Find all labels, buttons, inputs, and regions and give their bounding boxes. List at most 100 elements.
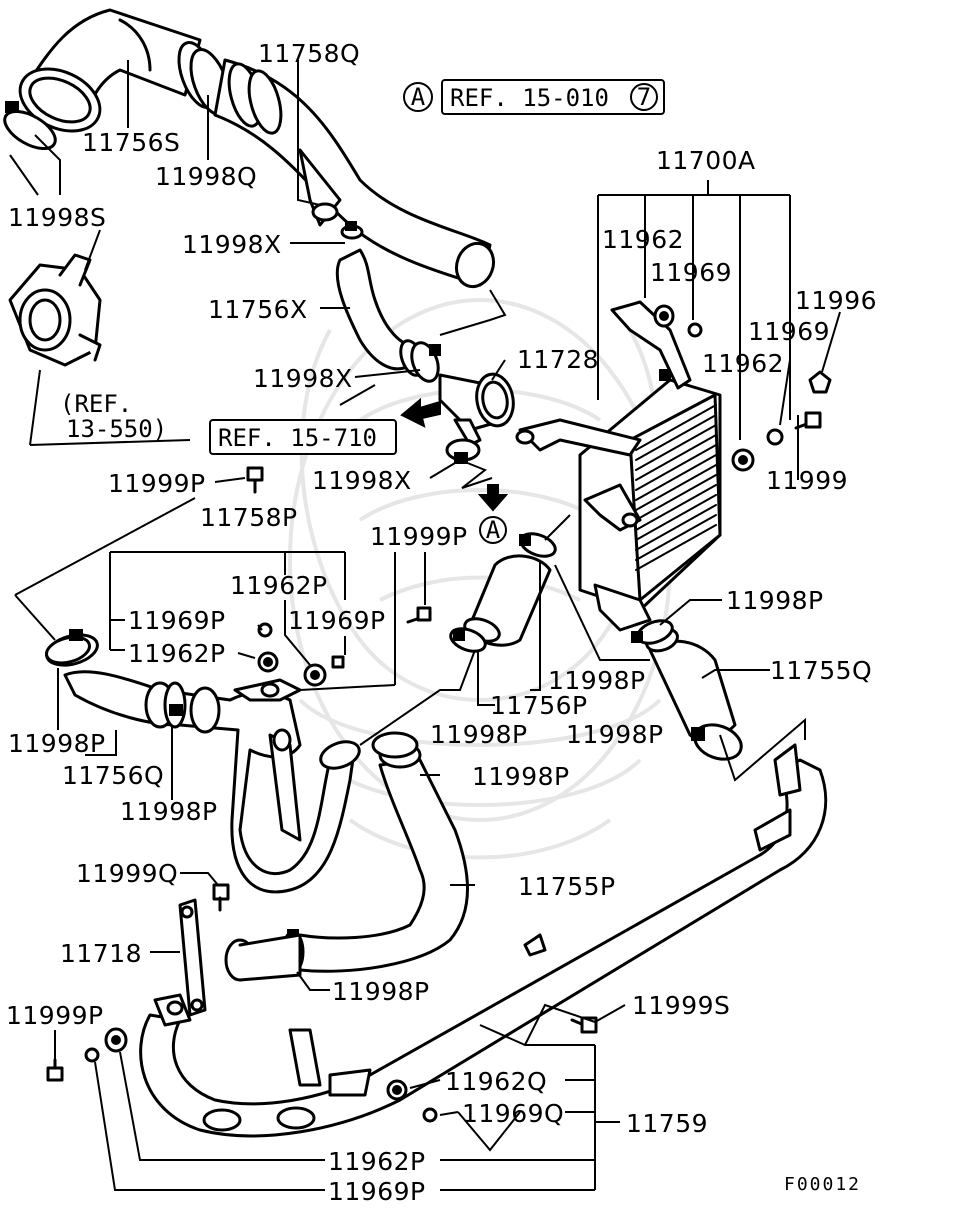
label-11755p: 11755P — [518, 872, 616, 901]
marker-a-text: A — [486, 516, 501, 544]
label-11755q: 11755Q — [770, 656, 872, 685]
arrow-to-ref-15-710 — [400, 397, 441, 428]
collar-11969-lower — [766, 428, 784, 446]
label-11962p-left: 11962P — [128, 639, 226, 668]
ref-page-circle — [630, 83, 658, 111]
ref-15-010-callout: A REF. 15-010 7 — [403, 79, 665, 115]
clamp-11998x-middle — [410, 341, 441, 383]
clamp-11998s — [3, 101, 57, 151]
grommet-11962-upper — [653, 304, 675, 328]
label-11758q: 11758Q — [258, 39, 360, 68]
grommet-11962-lower — [731, 448, 755, 472]
label-11969p-right: 11969P — [288, 606, 386, 635]
intercooler-fins — [635, 404, 717, 571]
clamp-11998x-lower — [445, 438, 481, 464]
label-11998x-middle: 11998X — [253, 364, 353, 393]
label-11996: 11996 — [795, 286, 877, 315]
pipe-11758q — [213, 58, 496, 289]
bolt-11999p-top — [246, 466, 264, 494]
hose-11755q — [645, 627, 743, 761]
label-11756x: 11756X — [208, 295, 308, 324]
ref-15-710-text: REF. 15-710 — [218, 424, 377, 452]
clamp-11998p-11756q — [163, 681, 187, 729]
label-11969-lower: 11969 — [748, 317, 830, 346]
label-11759: 11759 — [626, 1109, 708, 1138]
label-11998p-center: 11998P — [548, 666, 646, 695]
label-11962q: 11962Q — [445, 1067, 547, 1096]
clamp-11998x-upper — [340, 221, 364, 240]
label-11998x-lower: 11998X — [312, 466, 412, 495]
label-11999: 11999 — [766, 466, 848, 495]
label-11962-lower: 11962 — [702, 349, 784, 378]
label-11962p-upper: 11962P — [230, 571, 328, 600]
clamp-11998p-left-top — [45, 629, 91, 665]
arrow-to-marker-a — [477, 484, 509, 512]
label-11758p: 11758P — [200, 503, 298, 532]
label-11998p-left: 11998P — [8, 729, 106, 758]
label-11998p-11756q: 11998P — [120, 797, 218, 826]
label-11718: 11718 — [60, 939, 142, 968]
collar-11969q — [422, 1107, 438, 1123]
label-11998s: 11998S — [8, 203, 106, 232]
label-11756q: 11756Q — [62, 761, 164, 790]
ref-page-number: 7 — [637, 83, 651, 111]
ref-15-710-box — [209, 419, 397, 455]
label-11998p-11755p: 11998P — [472, 762, 570, 791]
grommet-11962p-lower — [104, 1027, 128, 1053]
label-11998p-intercooler: 11998P — [726, 586, 824, 615]
label-11969q: 11969Q — [462, 1099, 564, 1128]
collar-11969p-left — [257, 622, 273, 638]
label-11998x-upper: 11998X — [182, 230, 282, 259]
clamp-11998p-lower-center — [449, 627, 487, 653]
label-11969p-left: 11969P — [128, 606, 226, 635]
part-labels: 11758Q 11756S 11998Q 11998S 11998X 11756… — [6, 39, 877, 1206]
clamp-11998p-11755p-upper — [371, 731, 419, 759]
bolt-11999 — [794, 411, 822, 430]
intercooler-11700a — [515, 300, 722, 632]
bolt-11999q — [212, 883, 230, 912]
label-11962-upper: 11962 — [602, 225, 684, 254]
collar-11969p-center — [331, 655, 345, 669]
label-11999p-top: 11999P — [108, 469, 206, 498]
bolt-11999p-lower-left — [46, 1058, 64, 1082]
ref-13-550-line2: 13-550) — [66, 415, 167, 443]
label-11756s: 11756S — [82, 128, 180, 157]
bolt-11999p-center — [406, 606, 432, 624]
label-11998p-11756p: 11998P — [430, 720, 528, 749]
pipe-11759 — [139, 743, 828, 1138]
pipe-11728 — [438, 372, 515, 447]
collar-11969p-lower — [84, 1047, 100, 1063]
leader-lines — [9, 60, 841, 1191]
ref-15-010-text: REF. 15-010 — [450, 84, 609, 112]
marker-a-lower: A — [479, 516, 507, 544]
label-11999s: 11999S — [632, 991, 730, 1020]
bracket-11718 — [178, 898, 207, 1017]
clamp-11998p-11755q-lower — [691, 727, 705, 741]
label-11998q: 11998Q — [155, 162, 257, 191]
clamp-11998p-intercooler-outlet — [631, 619, 674, 645]
label-11999p-lower: 11999P — [6, 1001, 104, 1030]
ref-13-550-callout: (REF. 13-550) — [60, 390, 167, 443]
label-11969p-lower: 11969P — [328, 1177, 426, 1206]
ref-15-010-box — [441, 79, 665, 115]
collar-11969-upper — [687, 322, 703, 338]
figure-code: F00012 — [784, 1174, 861, 1195]
nut-11996 — [808, 370, 832, 394]
throttle-body — [8, 253, 102, 367]
label-11999p-center: 11999P — [370, 522, 468, 551]
label-11756p: 11756P — [490, 691, 588, 720]
grommet-11962q — [386, 1079, 408, 1101]
label-11998p-11755q: 11998P — [566, 720, 664, 749]
label-11999q: 11999Q — [76, 859, 178, 888]
ref-marker-a: A — [411, 83, 426, 111]
label-11969-upper: 11969 — [650, 258, 732, 287]
marker-a-circle — [479, 516, 507, 544]
label-11728: 11728 — [517, 345, 599, 374]
grommet-11962p-center — [303, 663, 327, 687]
label-11962p-lower: 11962P — [328, 1147, 426, 1176]
label-11700a: 11700A — [656, 146, 756, 175]
label-11998p-lower: 11998P — [332, 977, 430, 1006]
grommet-11962p-left — [257, 651, 279, 673]
ref-13-550-line1: (REF. — [60, 390, 132, 418]
